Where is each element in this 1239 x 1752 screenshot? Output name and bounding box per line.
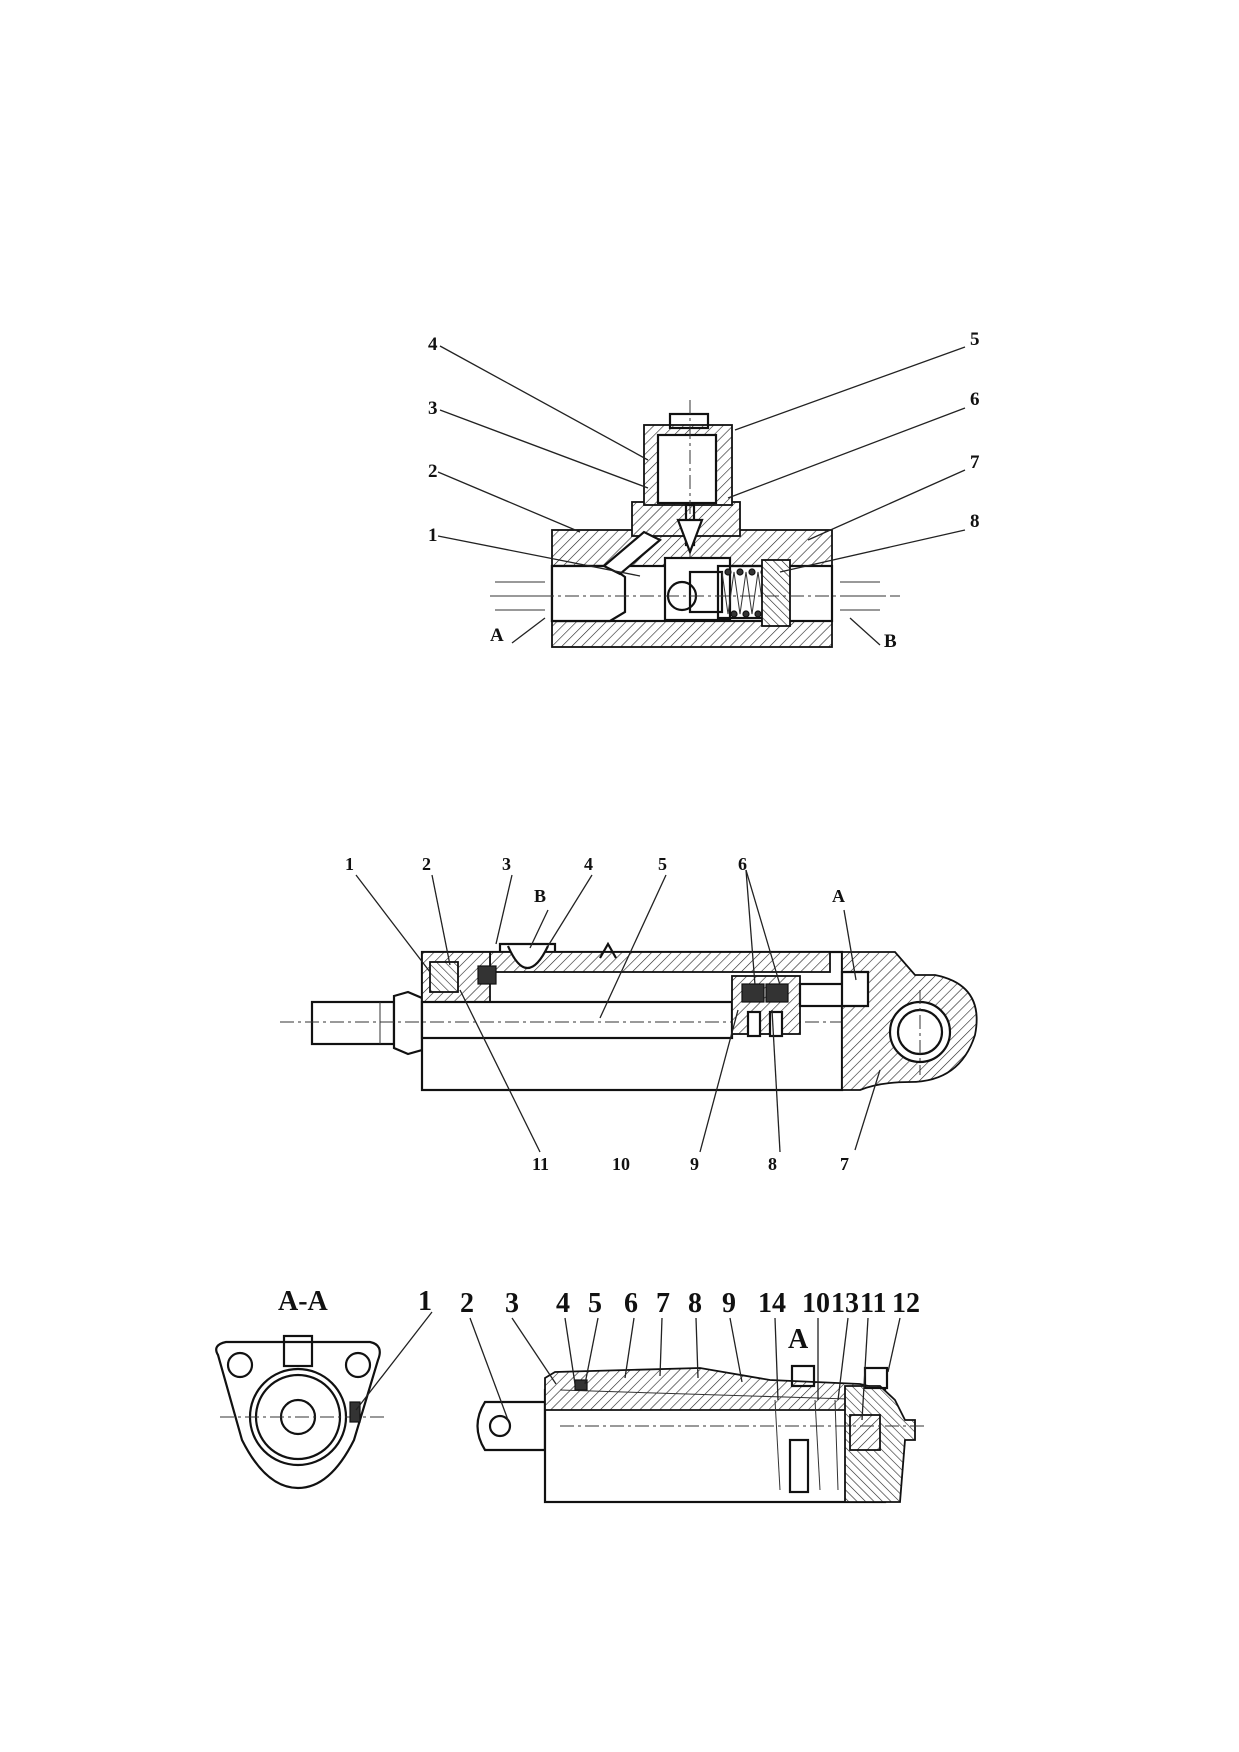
valve-label-3: 3 [428, 398, 438, 419]
ram-label-4: 4 [556, 1288, 570, 1319]
cylinder-port-b [506, 945, 549, 969]
cylinder-label-11: 11 [532, 1154, 549, 1174]
ram-label-12: 12 [892, 1288, 920, 1319]
ram-clevis [476, 1400, 547, 1452]
cylinder-label-1: 1 [345, 854, 354, 874]
valve-cap-chamber [656, 433, 718, 505]
valve-label-8: 8 [970, 511, 980, 532]
ram-sleeve [544, 1367, 886, 1411]
cylinder-port-b-label: B [534, 886, 546, 906]
cylinder-diagram: 1 2 3 4 5 6 7 8 9 10 11 B A [280, 854, 978, 1174]
ram-label-5: 5 [588, 1288, 602, 1319]
ram-label-11: 11 [860, 1288, 886, 1319]
valve-label-4: 4 [428, 334, 438, 355]
valve-port-a: A [490, 625, 504, 646]
valve-port-b: B [884, 631, 897, 652]
cylinder-label-7: 7 [840, 1154, 849, 1174]
valve-inlet [550, 564, 627, 623]
cylinder-label-2: 2 [422, 854, 431, 874]
cylinder-label-3: 3 [502, 854, 511, 874]
ram-label-8: 8 [688, 1288, 702, 1319]
cylinder-label-6: 6 [738, 854, 747, 874]
section-title: A-A [278, 1286, 329, 1317]
ram-stem [788, 1438, 810, 1494]
ram-section-view: A-A 1 [215, 1286, 433, 1490]
cylinder-port-a-label: A [832, 886, 845, 906]
ram-label-10: 10 [802, 1288, 830, 1319]
ram-diagram: 2 3 4 5 6 7 8 9 14 10 13 11 12 A [460, 1288, 925, 1504]
cylinder-label-4: 4 [584, 854, 593, 874]
valve-label-2: 2 [428, 461, 438, 482]
cylinder-label-8: 8 [768, 1154, 777, 1174]
cylinder-rod-end [310, 1000, 396, 1046]
ram-label-3: 3 [505, 1288, 519, 1319]
ram-label-6: 6 [624, 1288, 638, 1319]
cylinder-label-9: 9 [690, 1154, 699, 1174]
ram-label-14: 14 [758, 1288, 786, 1319]
ram-label-13: 13 [831, 1288, 859, 1319]
ram-label-7: 7 [656, 1288, 670, 1319]
valve-label-7: 7 [970, 452, 980, 473]
cylinder-label-5: 5 [658, 854, 667, 874]
ram-label-2: 2 [460, 1288, 474, 1319]
ram-label-9: 9 [722, 1288, 736, 1319]
valve-plug [761, 559, 791, 627]
section-label-1: 1 [418, 1286, 432, 1317]
ram-view-marker: A [788, 1324, 809, 1355]
valve-label-1: 1 [428, 525, 438, 546]
cylinder-label-10: 10 [612, 1154, 630, 1174]
cylinder-port-a [840, 970, 870, 1008]
cylinder-rod [420, 1000, 734, 1040]
valve-diagram: 4 3 2 1 5 6 7 8 A B [428, 329, 980, 652]
valve-label-6: 6 [970, 389, 980, 410]
valve-label-5: 5 [970, 329, 980, 350]
